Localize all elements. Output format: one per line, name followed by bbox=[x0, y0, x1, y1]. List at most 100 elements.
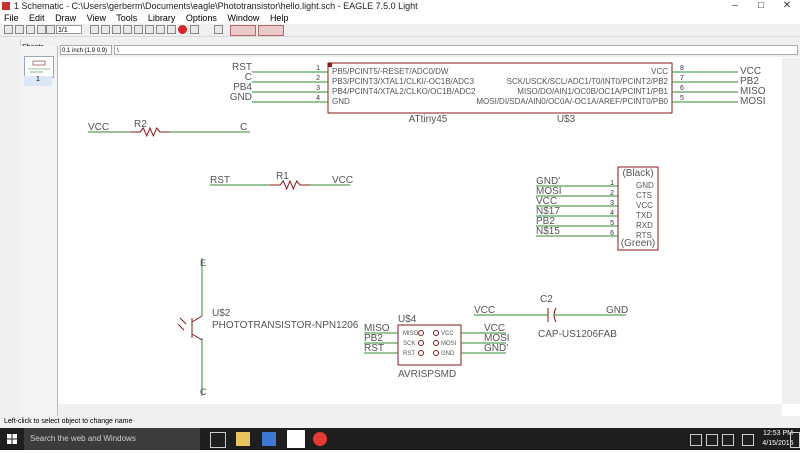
net-label-vcc: VCC bbox=[536, 196, 557, 207]
action-center-icon[interactable] bbox=[790, 432, 800, 448]
task-view-icon[interactable] bbox=[210, 432, 226, 448]
file-explorer-icon[interactable] bbox=[236, 432, 250, 446]
avrisp-pin-label: SCK bbox=[403, 341, 415, 347]
command-row: Sheets 0.1 inch (1.9 0.9) \ bbox=[0, 37, 800, 57]
save-icon[interactable] bbox=[15, 25, 24, 34]
horizontal-scrollbar[interactable] bbox=[58, 404, 782, 416]
sheet-select[interactable]: 1/1 bbox=[56, 25, 82, 34]
pin-number: 3 bbox=[610, 200, 614, 207]
attiny45-pin1-marker bbox=[328, 63, 332, 67]
redraw-icon[interactable] bbox=[134, 25, 143, 34]
maximize-button[interactable]: □ bbox=[757, 0, 765, 11]
clock-time: 12:53 PM bbox=[763, 430, 793, 437]
wifi-icon[interactable] bbox=[722, 434, 734, 446]
redo-icon[interactable] bbox=[156, 25, 165, 34]
stop-icon[interactable] bbox=[178, 25, 187, 34]
go-icon[interactable] bbox=[190, 25, 199, 34]
design-link-icon[interactable] bbox=[258, 25, 284, 36]
minimize-button[interactable]: – bbox=[732, 0, 738, 11]
pin-number: 7 bbox=[680, 75, 684, 82]
r1-resistor bbox=[270, 179, 310, 191]
ftdi-top-label: (Black) bbox=[622, 168, 653, 179]
avrisp-pad bbox=[418, 330, 424, 336]
print-icon[interactable] bbox=[26, 25, 35, 34]
attiny-pin-label: MISO/DO/AIN1/OC0B/OC1A/PCINT1/PB1 bbox=[517, 87, 668, 96]
avrisp-ref: U$4 bbox=[398, 314, 417, 325]
ftdi-pin-label: TXD bbox=[636, 211, 652, 220]
command-input[interactable]: \ bbox=[114, 45, 798, 55]
chrome-icon[interactable] bbox=[313, 432, 327, 446]
volume-icon[interactable] bbox=[742, 434, 754, 446]
r2-resistor bbox=[130, 126, 170, 138]
network-app-icon[interactable] bbox=[262, 432, 276, 446]
menu-window[interactable]: Window bbox=[227, 13, 260, 23]
attiny45-ref: U$3 bbox=[557, 114, 576, 125]
menu-edit[interactable]: Edit bbox=[29, 13, 45, 23]
taskbar-clock[interactable]: 12:53 PM 4/15/2016 bbox=[758, 429, 798, 449]
avrisp-pin-label: MISO bbox=[403, 331, 419, 337]
avrisp-pad bbox=[433, 330, 439, 336]
avrisp-pin-label: GND bbox=[441, 351, 455, 357]
coordinate-display: 0.1 inch (1.9 0.9) bbox=[60, 45, 112, 55]
close-button[interactable]: ✕ bbox=[782, 0, 792, 11]
menu-options[interactable]: Options bbox=[185, 13, 217, 23]
eagle-taskbar-icon[interactable] bbox=[287, 430, 305, 448]
net-label-miso: MISO bbox=[740, 86, 766, 97]
avrisp-pad bbox=[418, 340, 424, 346]
taskbar-search[interactable]: Search the web and Windows bbox=[24, 428, 200, 450]
menu-file[interactable]: File bbox=[4, 13, 19, 23]
cancel-icon[interactable] bbox=[167, 25, 176, 34]
help-icon[interactable] bbox=[214, 25, 223, 34]
pin-number: 6 bbox=[680, 85, 684, 92]
zoom-fit-icon[interactable] bbox=[90, 25, 99, 34]
taskbar: Search the web and Windows 12:53 PM 4/15… bbox=[0, 428, 800, 450]
vertical-scrollbar[interactable] bbox=[782, 58, 800, 404]
title-bar: 1 Schematic - C:\Users\gerberm\Documents… bbox=[0, 0, 800, 12]
avrisp-name: AVRISPSMD bbox=[398, 369, 456, 380]
net-label-pb4: PB4 bbox=[233, 82, 252, 93]
net-label-rst: RST bbox=[232, 62, 252, 73]
attiny45-body bbox=[327, 62, 673, 114]
ftdi-pin-label: RTS bbox=[636, 231, 652, 240]
zoom-in-icon[interactable] bbox=[101, 25, 110, 34]
undo-icon[interactable] bbox=[145, 25, 154, 34]
menu-help[interactable]: Help bbox=[269, 13, 289, 23]
phototransistor-ref: U$2 bbox=[212, 308, 231, 319]
r1-name: R1 bbox=[276, 171, 289, 182]
ftdi-pin-label: VCC bbox=[636, 201, 653, 210]
eagle-app-icon bbox=[2, 2, 10, 10]
cam-icon[interactable] bbox=[37, 25, 46, 34]
status-bar: Left-click to select object to change na… bbox=[0, 416, 800, 428]
net-label-pb2: PB2 bbox=[364, 333, 383, 344]
attiny-pin-label: SCK/USCK/SCL/ADC1/T0/INT0/PCINT2/PB2 bbox=[507, 77, 669, 86]
sheet-thumbnail[interactable] bbox=[24, 56, 54, 78]
net-label-mosi: MOSI bbox=[740, 96, 766, 107]
script-icon[interactable] bbox=[46, 25, 55, 34]
net-label-gnd: GND' bbox=[484, 343, 508, 354]
board-icon[interactable] bbox=[230, 25, 256, 36]
zoom-select-icon[interactable] bbox=[123, 25, 132, 34]
start-button[interactable] bbox=[0, 428, 24, 450]
pin-number: 1 bbox=[610, 180, 614, 187]
window-title: 1 Schematic - C:\Users\gerberm\Documents… bbox=[14, 1, 418, 11]
menu-tools[interactable]: Tools bbox=[116, 13, 138, 23]
net-label-miso: MISO bbox=[364, 323, 390, 334]
avrisp-pad bbox=[418, 350, 424, 356]
avrisp-body bbox=[397, 324, 462, 366]
menu-library[interactable]: Library bbox=[147, 13, 176, 23]
pin-number: 2 bbox=[610, 190, 614, 197]
menu-bar: File Edit Draw View Tools Library Option… bbox=[0, 12, 800, 24]
open-icon[interactable] bbox=[4, 25, 13, 34]
net-label-vcc: VCC bbox=[740, 66, 761, 77]
battery-icon[interactable] bbox=[706, 434, 718, 446]
zoom-out-icon[interactable] bbox=[112, 25, 121, 34]
pin-number: 8 bbox=[680, 65, 684, 72]
windows-logo-icon bbox=[7, 434, 17, 444]
menu-draw[interactable]: Draw bbox=[55, 13, 77, 23]
show-hidden-icons-icon[interactable] bbox=[690, 434, 702, 446]
pin-number: 3 bbox=[316, 85, 320, 92]
attiny45-name: ATtiny45 bbox=[409, 114, 448, 125]
menu-view[interactable]: View bbox=[86, 13, 106, 23]
